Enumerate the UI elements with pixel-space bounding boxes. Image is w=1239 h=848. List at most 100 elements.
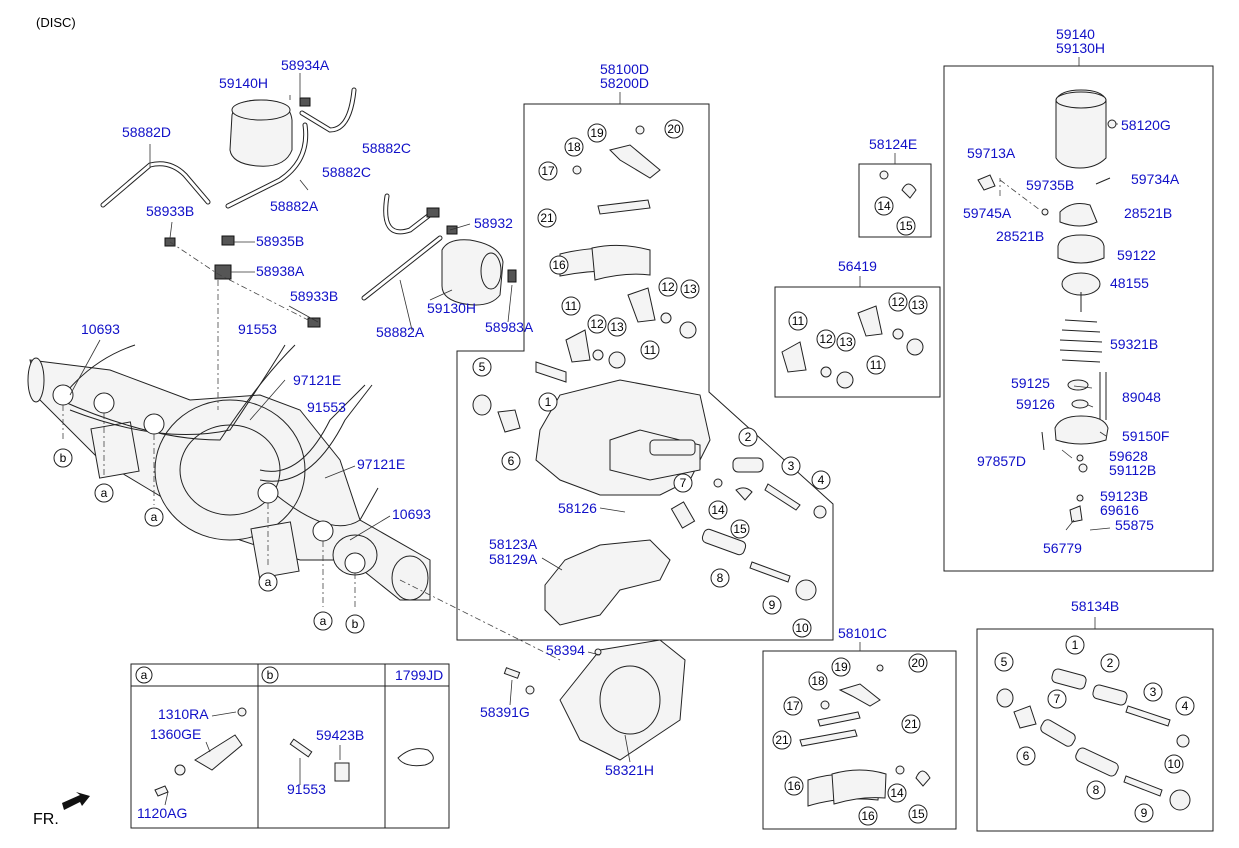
marker-a: a: [101, 486, 108, 500]
callout-59112b: 59112B: [1109, 462, 1156, 478]
callout-58321h: 58321H: [605, 762, 654, 778]
callout-97121e: 97121E: [293, 372, 341, 388]
num-11c: 11: [792, 314, 805, 328]
num-21: 21: [540, 211, 554, 225]
callout-97857d: 97857D: [977, 453, 1026, 469]
num-8g: 8: [1093, 783, 1100, 797]
fr-label: FR.: [33, 811, 59, 828]
legend-1310ra: 1310RA: [158, 706, 209, 722]
air-hoses: [100, 87, 517, 328]
num-7: 7: [680, 476, 687, 490]
callout-58882a: 58882A: [270, 198, 319, 214]
num-13b: 13: [683, 282, 697, 296]
legend-table: a b 1799JD 1310RA 1360GE 1120AG 59423B 9…: [130, 663, 450, 829]
callout-58932: 58932: [474, 215, 513, 231]
num-13c: 13: [839, 335, 853, 349]
legend-1799jd: 1799JD: [395, 667, 443, 683]
num-18e: 18: [811, 674, 825, 688]
callout-58882d: 58882D: [122, 124, 171, 140]
callout-58394: 58394: [546, 642, 585, 658]
legend-91553: 91553: [287, 781, 326, 797]
brake-plate: 58394 58391G 58321H: [480, 639, 686, 778]
num-16: 16: [552, 258, 566, 272]
callout-58933b-2: 58933B: [290, 288, 338, 304]
num-15: 15: [733, 522, 747, 536]
callout-58933b: 58933B: [146, 203, 194, 219]
num-4: 4: [818, 473, 825, 487]
callout-69616: 69616: [1100, 502, 1139, 518]
callout-58126: 58126: [558, 500, 597, 516]
callout-97121e-2: 97121E: [357, 456, 405, 472]
num-12c: 12: [819, 332, 833, 346]
num-2: 2: [745, 430, 752, 444]
callout-91553: 91553: [238, 321, 277, 337]
num-20e: 20: [911, 656, 925, 670]
marker-a: a: [265, 575, 272, 589]
legend-59423b: 59423B: [316, 727, 364, 743]
callout-58391g: 58391G: [480, 704, 530, 720]
callout-58123a: 58123A: [489, 536, 538, 552]
num-16f: 16: [861, 809, 875, 823]
callout-59130h: 59130H: [427, 300, 476, 316]
group-58134b-box: 58134B 1 5 2 3 7 4 6 10 8 9: [976, 598, 1214, 832]
group-58124e: 58124E: [869, 136, 917, 152]
callout-59713a: 59713A: [967, 145, 1016, 161]
num-6: 6: [508, 454, 515, 468]
group-58124e-box: 58124E 14 15: [858, 136, 932, 238]
num-18: 18: [567, 140, 581, 154]
num-19: 19: [590, 126, 604, 140]
callout-59745a: 59745A: [963, 205, 1012, 221]
callout-59122: 59122: [1117, 247, 1156, 263]
num-5g: 5: [1001, 655, 1008, 669]
marker-b: b: [352, 617, 359, 631]
group-59140: 59140: [1056, 26, 1095, 42]
num-19e: 19: [834, 660, 848, 674]
callout-59126: 59126: [1016, 396, 1055, 412]
callout-59150f: 59150F: [1122, 428, 1169, 444]
num-10: 10: [795, 621, 809, 635]
callout-48155: 48155: [1110, 275, 1149, 291]
group-58101c: 58101C: [838, 625, 887, 641]
num-10g: 10: [1167, 757, 1181, 771]
num-3g: 3: [1150, 685, 1157, 699]
forward-arrow-icon: [62, 792, 90, 810]
callout-91553-2: 91553: [307, 399, 346, 415]
left-callouts: 59140H 58934A 58882D 58882C 58882C 58933…: [69, 57, 534, 541]
callout-59734a: 59734A: [1131, 171, 1180, 187]
num-2g: 2: [1107, 656, 1114, 670]
callout-56779: 56779: [1043, 540, 1082, 556]
callout-58938a: 58938A: [256, 263, 305, 279]
num-21f: 21: [775, 733, 789, 747]
callout-59628: 59628: [1109, 448, 1148, 464]
callout-58120g: 58120G: [1121, 117, 1171, 133]
num-13d: 13: [911, 298, 925, 312]
callout-58934a: 58934A: [281, 57, 330, 73]
caliper-group: 58100D 58200D: [456, 61, 834, 641]
num-20: 20: [667, 122, 681, 136]
num-4g: 4: [1182, 699, 1189, 713]
callout-28521b: 28521B: [1124, 205, 1172, 221]
group-58200d: 58200D: [600, 75, 649, 91]
num-17e: 17: [786, 699, 800, 713]
marker-a: a: [151, 510, 158, 524]
group-56419-box: 56419 11 12 13 11 12 13: [774, 258, 941, 398]
callout-59125: 59125: [1011, 375, 1050, 391]
num-7g: 7: [1054, 692, 1061, 706]
num-11: 11: [565, 299, 578, 313]
num-17: 17: [541, 164, 555, 178]
group-58101c-box: 58101C 19 20 18 17 21 21 16 14 15 16: [762, 625, 957, 830]
callout-58983a: 58983A: [485, 319, 534, 335]
num-11d: 11: [870, 358, 883, 372]
marker-b: b: [60, 451, 67, 465]
legend-a: a: [141, 668, 148, 682]
callout-58882c-2: 58882C: [322, 164, 371, 180]
num-5: 5: [479, 360, 486, 374]
callout-58882a-2: 58882A: [376, 324, 425, 340]
num-14: 14: [711, 503, 725, 517]
callout-58935b: 58935B: [256, 233, 304, 249]
num-8: 8: [717, 571, 724, 585]
callout-59321b: 59321B: [1110, 336, 1158, 352]
num-1g: 1: [1072, 638, 1079, 652]
num-9: 9: [769, 598, 776, 612]
axle-markers: b a a a a b: [53, 448, 365, 634]
